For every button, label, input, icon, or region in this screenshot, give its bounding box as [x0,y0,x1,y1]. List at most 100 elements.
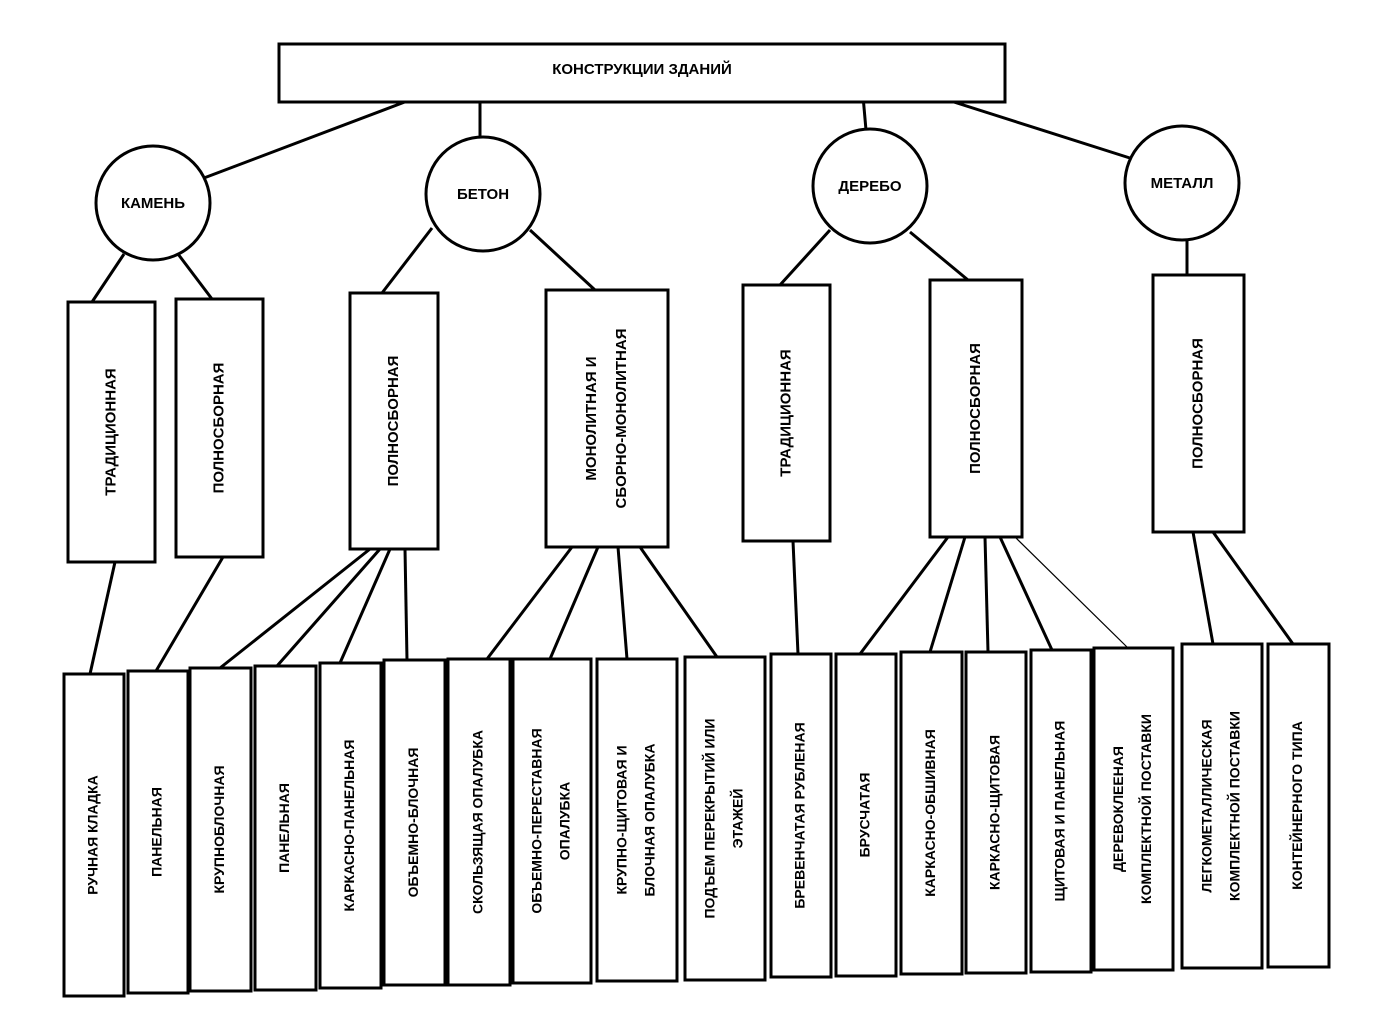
type-frame-shield-box [964,650,1028,975]
type-shield-panel-label: ЩИТОВАЯ И ПАНЕЛЬНАЯ [1052,721,1068,902]
type-volume-block-box [382,658,447,987]
connector-line [791,540,800,655]
material-stone-circle [94,144,212,262]
type-timber-box [834,652,898,978]
type-frame-panel-box [318,661,383,990]
type-large-block-box [188,666,253,993]
type-stone-panel-label: ПАНЕЛЬНАЯ [149,787,165,877]
type-container-box [1266,642,1331,969]
material-wood-label: ДЕРЕБО [838,178,901,195]
method-stone-prefab: ПОЛНОСБОРНАЯ [174,297,265,559]
root-node: КОНСТРУКЦИИ ЗДАНИЙ [277,42,1007,104]
method-wood-traditional-label: ТРАДИЦИОННАЯ [777,349,794,476]
type-lift-slab-box [683,655,767,982]
method-concrete-monolithic-label: СБОРНО-МОНОЛИТНАЯ [613,329,630,509]
type-light-metal-kit-label: КОМПЛЕКТНОЙ ПОСТАВКИ [1226,711,1243,901]
method-wood-traditional: ТРАДИЦИОННАЯ [741,283,832,543]
root-title: КОНСТРУКЦИИ ЗДАНИЙ [552,60,732,78]
type-timber-label: БРУСЧАТАЯ [857,773,873,858]
type-light-metal-kit-box [1180,642,1264,970]
connector-line [1191,531,1215,645]
method-stone-traditional-label: ТРАДИЦИОННАЯ [102,368,119,495]
connector-line [338,548,392,664]
connector-line [934,94,1134,161]
connector-line [528,228,597,292]
connector-line [778,228,832,287]
type-frame-shield: КАРКАСНО-ЩИТОВАЯ [964,650,1028,975]
type-log-cut: БРЕВЕНЧАТАЯ РУБЛЕНАЯ [769,652,833,979]
connector-line [983,536,990,653]
type-large-block: КРУПНОБЛОЧНАЯ [188,666,253,993]
type-sliding-formwork-box [446,657,512,987]
material-stone-label: КАМЕНЬ [121,195,185,212]
type-glulam-kit: ДЕРЕВОКЛЕЕНАЯ КОМПЛЕКТНОЙ ПОСТАВКИ [1092,646,1175,972]
root-box [277,42,1007,104]
connector-lines [88,94,1295,675]
type-frame-sheathing: КАРКАСНО-ОБШИВНАЯ [899,650,964,976]
type-container: КОНТЕЙНЕРНОГО ТИПА [1266,642,1331,969]
connector-line [88,561,117,675]
type-manual-masonry: РУЧНАЯ КЛАДКА [62,672,126,998]
type-concrete-panel-label: ПАНЕЛЬНАЯ [276,783,292,873]
method-concrete-monolithic: МОНОЛИТНАЯ И СБОРНО-МОНОЛИТНАЯ [544,288,670,549]
method-concrete-prefab: ПОЛНОСБОРНАЯ [348,291,440,551]
type-volume-block-label: ОБЪЕМНО-БЛОЧНАЯ [405,748,421,898]
connector-line [403,548,409,661]
type-manual-masonry-label: РУЧНАЯ КЛАДКА [85,775,101,895]
type-light-metal-kit: ЛЕГКОМЕТАЛЛИЧЕСКАЯ КОМПЛЕКТНОЙ ПОСТАВКИ [1180,642,1264,970]
type-large-shield-formwork-label: БЛОЧНАЯ ОПАЛУБКА [642,744,658,897]
method-metal-prefab-box [1151,273,1246,534]
type-manual-masonry-box [62,672,126,998]
material-metal-circle [1123,124,1241,242]
connector-line [195,98,411,183]
type-container-label: КОНТЕЙНЕРНОГО ТИПА [1288,721,1305,890]
connector-line [1211,531,1295,645]
method-metal-prefab: ПОЛНОСБОРНАЯ [1151,273,1246,534]
method-wood-traditional-box [741,283,832,543]
material-stone: КАМЕНЬ [94,144,212,262]
type-large-shield-formwork-label: КРУПНО-ЩИТОВАЯ И [614,745,630,894]
method-stone-prefab-box [174,297,265,559]
material-concrete: БЕТОН [424,135,542,253]
type-volume-shifting-formwork-label: ОПАЛУБКА [557,782,573,860]
type-light-metal-kit-label: ЛЕГКОМЕТАЛЛИЧЕСКАЯ [1199,719,1215,892]
connector-line [154,556,225,672]
connector-line [90,253,126,303]
method-concrete-monolithic-box [544,288,670,549]
connector-line [638,546,719,658]
type-frame-panel-label: КАРКАСНО-ПАНЕЛЬНАЯ [341,740,357,912]
type-glulam-kit-label: КОМПЛЕКТНОЙ ПОСТАВКИ [1137,714,1154,904]
type-frame-sheathing-box [899,650,964,976]
type-frame-shield-label: КАРКАСНО-ЩИТОВАЯ [987,735,1003,890]
type-log-cut-box [769,652,833,979]
connector-line [928,536,967,653]
method-wood-prefab: ПОЛНОСБОРНАЯ [928,278,1024,539]
method-stone-traditional-box [66,300,157,564]
type-volume-shifting-formwork: ОБЪЕМНО-ПЕРЕСТАВНАЯ ОПАЛУБКА [511,657,593,985]
type-stone-panel: ПАНЕЛЬНАЯ [126,669,190,995]
type-glulam-kit-label: ДЕРЕВОКЛЕЕНАЯ [1110,746,1126,872]
type-log-cut-label: БРЕВЕНЧАТАЯ РУБЛЕНАЯ [792,722,808,908]
material-wood: ДЕРЕБО [811,127,929,245]
connector-line [219,547,371,670]
type-lift-slab-label: ЭТАЖЕЙ [729,789,746,849]
material-metal: МЕТАЛЛ [1123,124,1241,242]
type-shield-panel: ЩИТОВАЯ И ПАНЕЛЬНАЯ [1029,648,1093,974]
method-concrete-prefab-label: ПОЛНОСБОРНАЯ [385,356,402,487]
type-large-block-label: КРУПНОБЛОЧНАЯ [211,765,227,893]
type-lift-slab-label: ПОДЪЕМ ПЕРЕКРЫТИЙ ИЛИ [701,719,718,919]
connector-line [1014,536,1129,649]
type-frame-panel: КАРКАСНО-ПАНЕЛЬНАЯ [318,661,383,990]
type-lift-slab: ПОДЪЕМ ПЕРЕКРЫТИЙ ИЛИ ЭТАЖЕЙ [683,655,767,982]
type-volume-shifting-formwork-label: ОБЪЕМНО-ПЕРЕСТАВНАЯ [529,728,545,913]
connector-line [176,253,214,300]
type-large-shield-formwork-box [595,657,679,983]
type-large-shield-formwork: КРУПНО-ЩИТОВАЯ И БЛОЧНАЯ ОПАЛУБКА [595,657,679,983]
method-concrete-prefab-box [348,291,440,551]
method-concrete-monolithic-label: МОНОЛИТНАЯ И [583,356,600,480]
connector-line [616,546,629,660]
material-concrete-circle [424,135,542,253]
material-wood-circle [811,127,929,245]
material-metal-label: МЕТАЛЛ [1151,175,1214,192]
